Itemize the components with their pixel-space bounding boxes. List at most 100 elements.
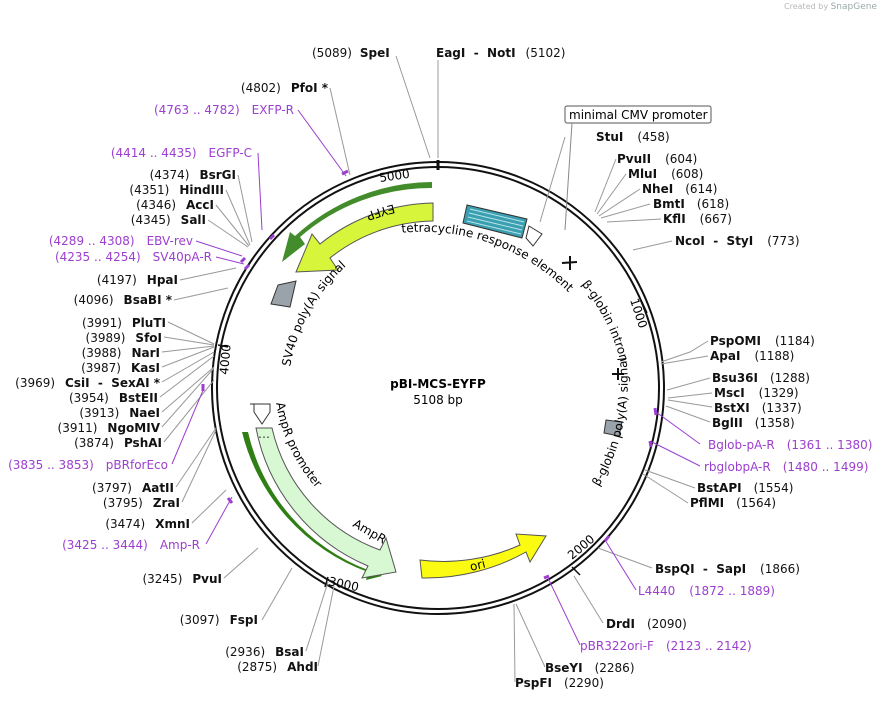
site-bsai: (2936)BsaI (225, 645, 304, 659)
left-sites: (4802)PfoI * (4374)BsrGI (4351)HindIII (… (15, 81, 329, 674)
leader-msci (667, 392, 713, 399)
snapgene-logo: SnapGene (830, 2, 877, 12)
eyfp-feature (295, 202, 434, 273)
tick-3000 (324, 576, 329, 588)
ampr-feature (255, 427, 397, 579)
leader-l4440 (604, 539, 637, 591)
tre-label: tetracycline response element (401, 221, 577, 295)
leader-fspi (261, 567, 293, 621)
leader-bspqi (597, 547, 653, 569)
site-xmni: (3474)XmnI (105, 517, 190, 531)
leader-egfp-c (257, 152, 263, 231)
site-naei: (3913)NaeI (79, 406, 160, 420)
primer-sv40pa-r: (4235 .. 4254)SV40pA-R (55, 250, 212, 264)
leader-ebv-rev (195, 240, 243, 257)
leader-pfoi (329, 87, 351, 176)
sv40-feature (270, 280, 297, 308)
site-ahdi: (2875)AhdI (237, 660, 318, 674)
leader-bsai (305, 581, 329, 652)
leader-nhei (598, 188, 641, 217)
bglobin-polya-feature (603, 419, 623, 437)
site-bseyi: BseYI(2286) (545, 661, 635, 675)
min-cmv-marker (525, 225, 543, 247)
site-pfoi: (4802)PfoI * (241, 81, 329, 95)
plasmid-name: pBI-MCS-EYFP (390, 377, 486, 391)
site-bsabi: (4096)BsaBI * (74, 293, 173, 307)
right-sites: StuI(458) PvuII(604) MluI(608) NheI(614)… (515, 130, 815, 690)
leader-bstxi (667, 399, 713, 408)
leader-pvuii (594, 158, 617, 213)
leader-naei (161, 366, 215, 413)
site-aatii: (3797)AatII (92, 481, 174, 495)
leader-acci (215, 204, 250, 247)
leader-bsrgi (237, 174, 253, 243)
min-cmv-label: minimal CMV promoter (569, 108, 708, 122)
site-pvuii: PvuII(604) (617, 152, 697, 166)
ori-label: ori (468, 557, 487, 574)
leader-pvui (223, 547, 259, 579)
leader-apai (660, 355, 709, 365)
site-eagi-noti: EagI - NotI(5102) (436, 46, 565, 60)
leader-hpai (179, 267, 237, 281)
leader-hindiii (225, 189, 251, 246)
site-ncoi-styi: NcoI - StyI(773) (675, 234, 800, 248)
ruler-5000: 5000 (378, 167, 410, 185)
leader-exfp-r (297, 109, 347, 177)
bglobin-intron-label: β-globin intron (579, 277, 631, 363)
leader-bsu36i (666, 377, 711, 391)
site-stui: StuI(458) (596, 130, 670, 144)
leader-pluti (167, 321, 215, 345)
site-bsteii: (3954)BstEII (69, 391, 158, 405)
site-bspqi-sapi: BspQI - SapI(1866) (655, 562, 800, 576)
primer-amp-r: (3425 .. 3444)Amp-R (62, 538, 200, 552)
leader-ncoi (632, 240, 673, 251)
site-sfoi: (3989)SfoI (86, 331, 162, 345)
site-bsrgi: (4374)BsrGI (150, 168, 236, 182)
site-bstxi: BstXI(1337) (714, 401, 802, 415)
leader-drdi (573, 575, 604, 624)
ori-feature (419, 533, 547, 579)
primer-rbglobpa-r: rbglobpA-R(1480 .. 1499) (704, 460, 868, 474)
min-cmv-box (564, 105, 712, 124)
primer-pbrforeco: (3835 .. 3853)pBRforEco (8, 458, 168, 472)
leader-pbrforeco (171, 387, 205, 465)
primer-pbr322ori-f: pBR322ori-F(2123 .. 2142) (580, 639, 752, 653)
site-pflmi: PflMI(1564) (690, 496, 776, 510)
leader-stui (539, 136, 566, 223)
site-pluti: (3991)PluTI (82, 316, 166, 330)
sv40-label: SV40 poly(A) signal (279, 258, 348, 367)
site-pvui: (3245)PvuI (142, 572, 222, 586)
leader-pspfi (513, 603, 516, 683)
site-nhei: NheI(614) (642, 182, 717, 196)
leader-xmni (191, 489, 227, 524)
leader-sv40pa-r (215, 256, 245, 265)
bglobin-intron-start (561, 256, 578, 270)
leader-kasi (161, 346, 215, 368)
site-csii-sexai: (3969)CsiI - SexAI * (15, 376, 161, 390)
leader-bglob-pa-r (655, 411, 701, 445)
tick-1000 (640, 299, 648, 314)
leader-sfoi (163, 336, 215, 346)
leader-bsabi (173, 287, 229, 301)
plasmid-size: 5108 bp (413, 393, 463, 407)
site-msci: MscI(1329) (714, 386, 799, 400)
tick-2000 (571, 566, 581, 576)
primer-bglob-pa-r: Bglob-pA-R(1361 .. 1380) (708, 438, 872, 452)
primer-exfp-r: (4763 .. 4782)EXFP-R (154, 103, 294, 117)
site-zrai: (3795)ZraI (103, 496, 180, 510)
site-bglii: BglII(1358) (712, 416, 795, 430)
ruler-4000: 4000 (217, 344, 234, 376)
ampr-dots: … (258, 427, 270, 441)
leader-pspomi (660, 340, 709, 363)
leader-bstapi (644, 469, 696, 489)
site-pshai: (3874)PshAI (74, 436, 162, 450)
leader-lines (159, 55, 713, 683)
site-nari: (3988)NarI (82, 346, 160, 360)
primer-l4440: L4440(1872 .. 1889) (638, 584, 775, 598)
site-hindiii: (4351)HindIII (129, 183, 224, 197)
leader-ahdi (317, 585, 335, 667)
leader-pshai (163, 379, 215, 443)
site-kfli: KflI(667) (663, 212, 732, 226)
primer-ebv-rev: (4289 .. 4308)EBV-rev (49, 234, 193, 248)
leader-bmti (600, 203, 651, 219)
